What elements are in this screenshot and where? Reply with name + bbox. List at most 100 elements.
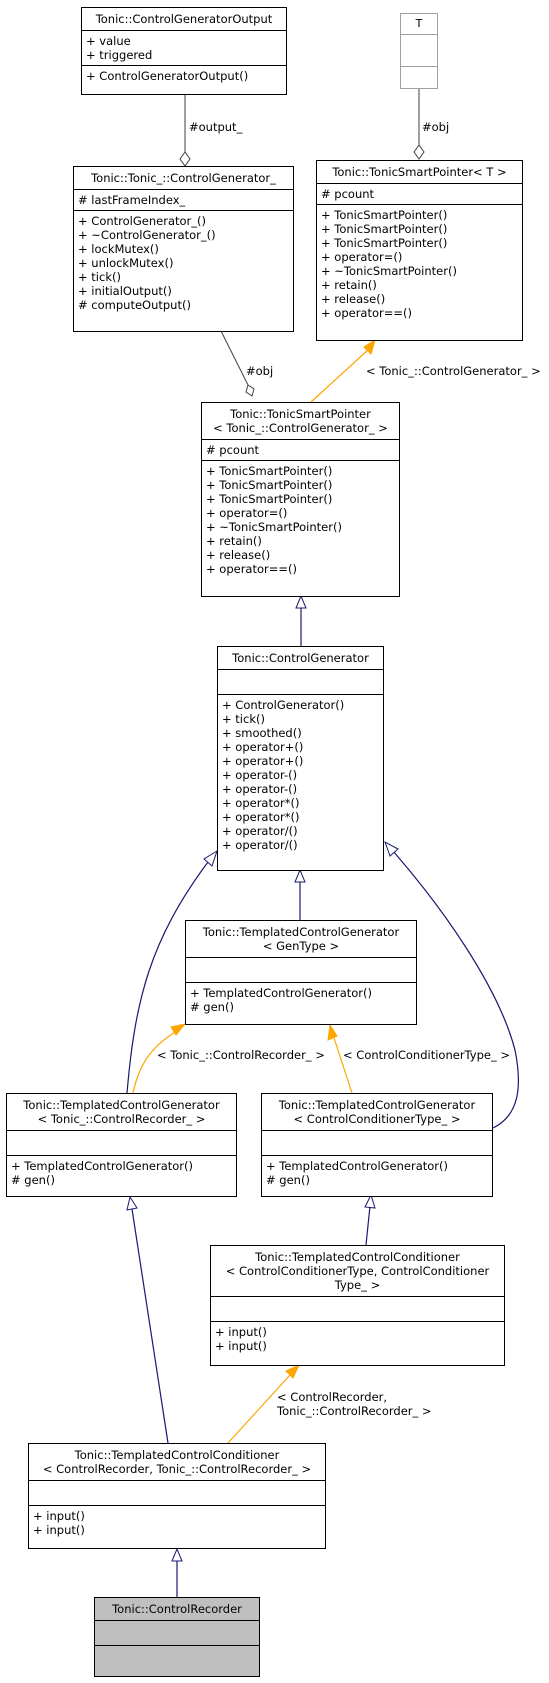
- method: # gen(): [190, 1000, 234, 1014]
- methods-section: + TemplatedControlGenerator() # gen(): [7, 1155, 236, 1190]
- class-box-t[interactable]: T: [400, 13, 438, 89]
- method: + operator+(): [222, 740, 304, 754]
- edge-cond-template: [333, 1037, 353, 1094]
- method: + operator*(): [222, 796, 300, 810]
- attributes-section: # pcount: [317, 183, 522, 204]
- method: + TonicSmartPointer(): [321, 222, 448, 236]
- class-box-control-generator-internal[interactable]: Tonic::Tonic_::ControlGenerator_ # lastF…: [73, 166, 294, 332]
- edge-tsp-template: [310, 348, 370, 403]
- class-box-tonic-smart-pointer-t[interactable]: Tonic::TonicSmartPointer< T > # pcount +…: [316, 160, 523, 341]
- template-arrowhead: [285, 1363, 301, 1379]
- class-name: Tonic::Tonic_::ControlGenerator_: [91, 171, 276, 185]
- class-box-templated-control-generator-gentype[interactable]: Tonic::TemplatedControlGenerator < GenTy…: [185, 920, 417, 1025]
- empty-section: [95, 1645, 259, 1668]
- class-name: Tonic::TemplatedControlGenerator < Tonic…: [7, 1094, 236, 1130]
- method: + release(): [321, 292, 386, 306]
- inherit-arrowhead: [384, 840, 399, 857]
- inherit-arrowhead: [295, 594, 307, 609]
- attributes-section: # lastFrameIndex_: [74, 189, 293, 210]
- edge-label-rec-template: < Tonic_::ControlRecorder_ >: [157, 1048, 325, 1062]
- method: + ControlGenerator(): [222, 698, 345, 712]
- methods-section: + TemplatedControlGenerator() # gen(): [186, 982, 416, 1017]
- class-name-line: < ControlConditionerType, ControlConditi…: [225, 1264, 490, 1278]
- method: + operator+(): [222, 754, 304, 768]
- class-name-line: < Tonic_::ControlRecorder_ >: [37, 1112, 206, 1126]
- aggregation-diamond: [413, 144, 425, 160]
- method: + TonicSmartPointer(): [321, 236, 448, 250]
- class-name-line: Tonic::TemplatedControlGenerator: [278, 1098, 476, 1112]
- class-name-line: Tonic::TemplatedControlGenerator: [23, 1098, 220, 1112]
- method: + input(): [33, 1523, 85, 1537]
- inherit-arrowhead: [203, 849, 218, 867]
- method: + input(): [33, 1509, 85, 1523]
- class-name: Tonic::TemplatedControlConditioner < Con…: [211, 1246, 504, 1296]
- method: + ControlGeneratorOutput(): [86, 69, 249, 83]
- class-box-templated-control-conditioner-recorder[interactable]: Tonic::TemplatedControlConditioner < Con…: [28, 1443, 326, 1549]
- methods-section: + input() + input(): [29, 1505, 325, 1540]
- method: + smoothed(): [222, 726, 302, 740]
- class-name: T: [415, 17, 423, 30]
- class-box-templated-control-generator-conditioner[interactable]: Tonic::TemplatedControlGenerator < Contr…: [261, 1093, 493, 1197]
- class-box-control-generator[interactable]: Tonic::ControlGenerator + ControlGenerat…: [217, 646, 384, 871]
- inherit-arrowhead: [364, 1193, 376, 1209]
- empty-section: [401, 66, 437, 93]
- aggregation-diamond: [179, 151, 191, 167]
- method: # gen(): [266, 1173, 310, 1187]
- method: + input(): [215, 1325, 267, 1339]
- class-name: Tonic::TemplatedControlGenerator < Contr…: [262, 1094, 492, 1130]
- edge-inherit-tcc-gen: [365, 1205, 371, 1246]
- edge-label-output: #output_: [189, 120, 243, 134]
- method: + TemplatedControlGenerator(): [266, 1159, 449, 1173]
- method: + operator==(): [321, 306, 412, 320]
- method: + operator/(): [222, 824, 298, 838]
- method: + TonicSmartPointer(): [206, 464, 333, 478]
- method: + unlockMutex(): [78, 256, 174, 270]
- method: + ~TonicSmartPointer(): [321, 264, 457, 278]
- class-name-line: Type_ >: [334, 1278, 381, 1292]
- method: + ~TonicSmartPointer(): [206, 520, 342, 534]
- empty-section: [262, 1130, 492, 1155]
- method: + TonicSmartPointer(): [206, 492, 333, 506]
- methods-section: + ControlGenerator_() + ~ControlGenerato…: [74, 210, 293, 315]
- empty-section: [401, 34, 437, 66]
- method: + tick(): [78, 270, 121, 284]
- method: + TonicSmartPointer(): [321, 208, 448, 222]
- attributes-section: # pcount: [202, 439, 399, 460]
- class-box-control-recorder[interactable]: Tonic::ControlRecorder: [94, 1597, 260, 1677]
- class-name: Tonic::ControlGenerator: [232, 651, 369, 665]
- class-name-line: Tonic::TemplatedControlConditioner: [255, 1250, 460, 1264]
- method: + operator/(): [222, 838, 298, 852]
- method: + TemplatedControlGenerator(): [11, 1159, 194, 1173]
- method: + operator==(): [206, 562, 297, 576]
- methods-section: + TemplatedControlGenerator() # gen(): [262, 1155, 492, 1190]
- class-name-line: Tonic::TonicSmartPointer: [230, 407, 371, 421]
- empty-section: [95, 1620, 259, 1645]
- method: + operator-(): [222, 782, 298, 796]
- class-name: Tonic::ControlGeneratorOutput: [95, 12, 273, 26]
- method: # gen(): [11, 1173, 55, 1187]
- class-name: Tonic::TonicSmartPointer< T >: [332, 165, 507, 179]
- class-name: Tonic::TonicSmartPointer < Tonic_::Contr…: [202, 403, 399, 439]
- class-name-line: Tonic::TemplatedControlGenerator: [202, 925, 400, 939]
- class-box-templated-control-conditioner-generic[interactable]: Tonic::TemplatedControlConditioner < Con…: [210, 1245, 505, 1366]
- empty-section: [218, 669, 383, 694]
- edge-inherit-tcc-rec: [131, 1208, 169, 1444]
- method: + operator-(): [222, 768, 298, 782]
- method: + ControlGenerator_(): [78, 214, 206, 228]
- class-box-tonic-smart-pointer-cg[interactable]: Tonic::TonicSmartPointer < Tonic_::Contr…: [201, 402, 400, 597]
- method: + TonicSmartPointer(): [206, 478, 333, 492]
- method: + operator*(): [222, 810, 300, 824]
- method: + release(): [206, 548, 271, 562]
- methods-section: + ControlGeneratorOutput(): [82, 65, 286, 86]
- method: + retain(): [321, 278, 377, 292]
- edge-label-tcc-template-2: Tonic_::ControlRecorder_ >: [277, 1404, 432, 1418]
- class-name-line: Tonic::TemplatedControlConditioner: [74, 1448, 280, 1462]
- attribute: # pcount: [321, 187, 375, 201]
- class-box-templated-control-generator-recorder[interactable]: Tonic::TemplatedControlGenerator < Tonic…: [6, 1093, 237, 1197]
- inherit-arrowhead: [126, 1195, 138, 1211]
- method: + input(): [215, 1339, 267, 1353]
- template-arrowhead: [363, 338, 376, 355]
- class-box-control-generator-output[interactable]: Tonic::ControlGeneratorOutput + value + …: [81, 7, 287, 95]
- attribute: + triggered: [86, 48, 153, 62]
